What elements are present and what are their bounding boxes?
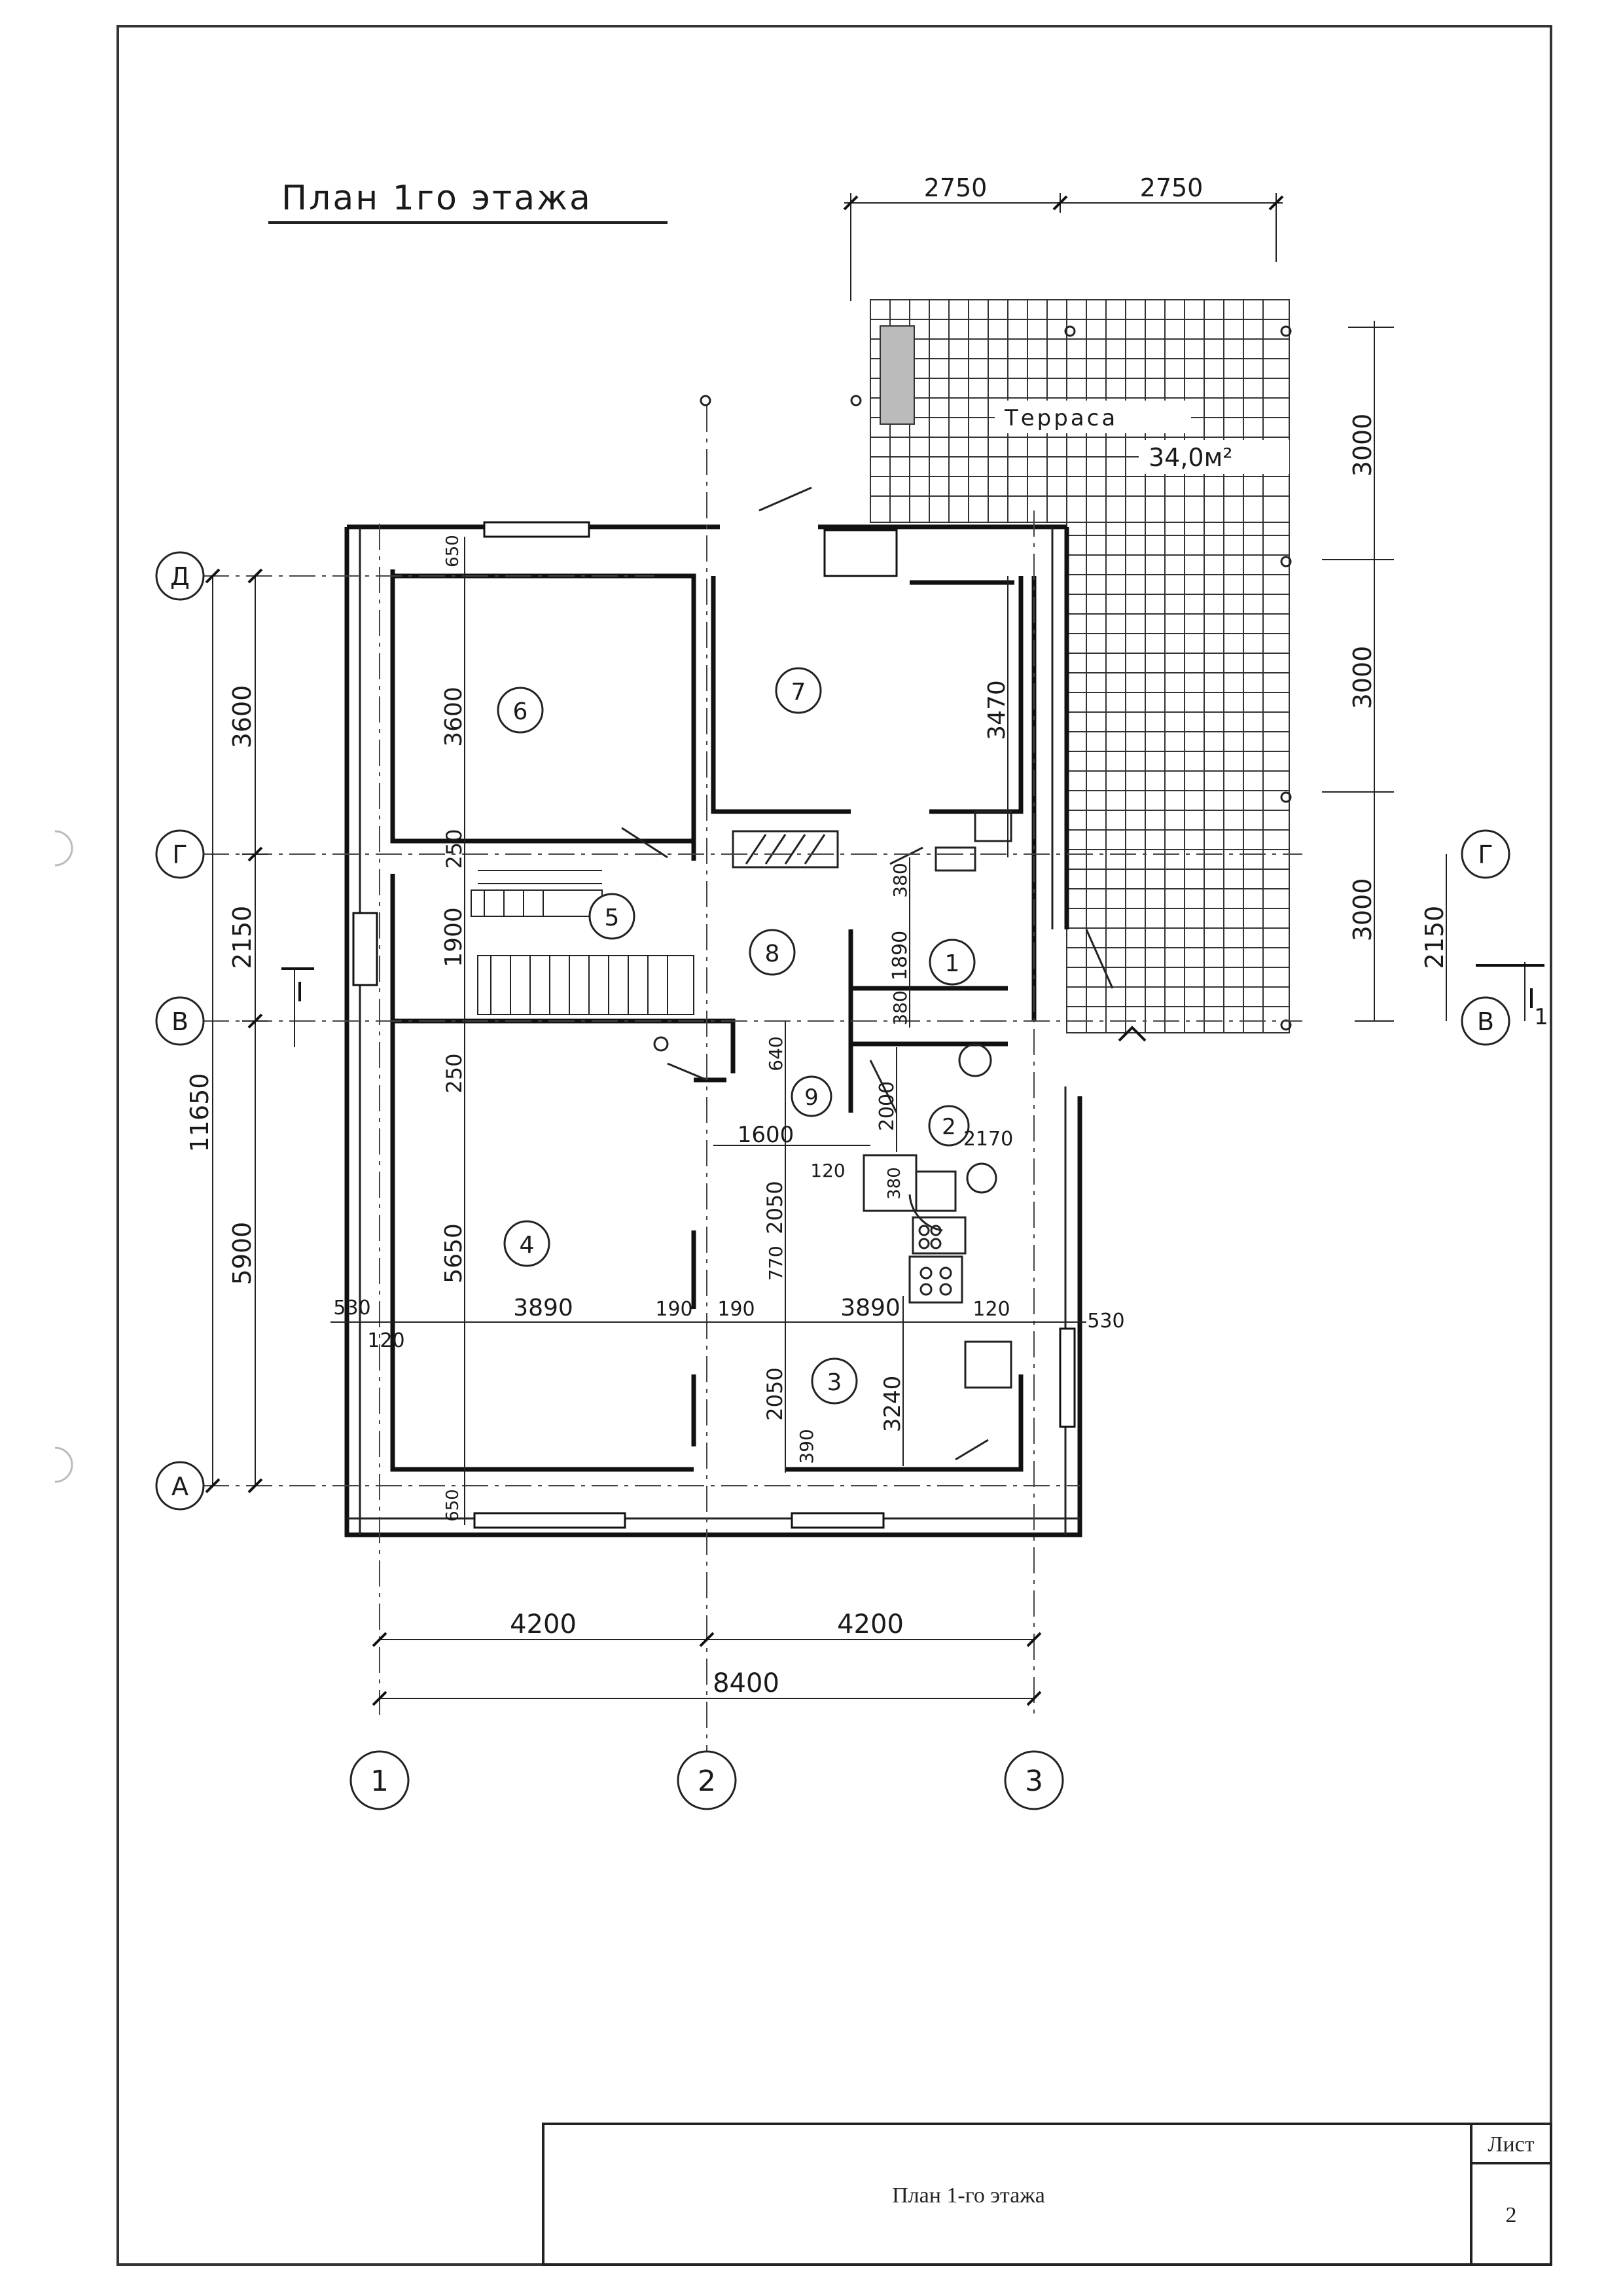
windows	[352, 521, 1076, 1529]
room-7-label: 7	[791, 679, 806, 706]
dim-380-b: 380	[889, 990, 911, 1025]
dim-2170: 2170	[963, 1128, 1013, 1151]
title-block	[542, 2123, 1552, 2266]
axis-lines	[203, 406, 1302, 1761]
dim-left-seg-1: 3600	[228, 685, 257, 749]
walls	[344, 524, 1082, 1537]
dim-2000: 2000	[876, 1081, 899, 1131]
dimension-ticks	[205, 195, 1284, 1706]
dim-530-right: 530	[1087, 1310, 1124, 1333]
axis-letter-v-right: В	[1477, 1007, 1494, 1036]
dim-1900: 1900	[440, 907, 467, 967]
stamp-sheet-number: 2	[1506, 2203, 1517, 2227]
dim-390: 390	[796, 1429, 817, 1463]
dim-1600: 1600	[738, 1122, 794, 1148]
axis-letter-v: В	[171, 1007, 188, 1036]
dim-380-a: 380	[889, 863, 911, 897]
terrace-label-bg	[995, 401, 1191, 433]
room-6-label: 6	[513, 698, 528, 725]
room-9-label: 9	[804, 1085, 819, 1111]
room-8-label: 8	[765, 941, 780, 967]
axis-number-3: 3	[1025, 1765, 1043, 1798]
room-2-label: 2	[942, 1114, 956, 1140]
entrance-arrow	[1118, 1026, 1147, 1042]
dim-right-gv: 2150	[1420, 906, 1449, 969]
dim-2050-b: 2050	[762, 1367, 787, 1420]
dim-total: 8400	[713, 1668, 779, 1698]
room-1-label: 1	[945, 950, 960, 977]
room-circles	[497, 667, 976, 1405]
dim-bottom-2: 4200	[837, 1609, 904, 1640]
stamp-title: План 1-го этажа	[892, 2183, 1045, 2208]
dim-770: 770	[765, 1246, 787, 1280]
dim-3890-left: 3890	[513, 1295, 573, 1321]
dim-top-2: 2750	[1140, 173, 1204, 202]
dim-3890-right: 3890	[840, 1295, 901, 1321]
door-swings	[621, 486, 1114, 1461]
room-5-label: 5	[605, 905, 620, 931]
dim-left-seg-3: 5900	[228, 1222, 257, 1285]
axis-letter-g: Г	[172, 840, 187, 869]
dim-terrace-2: 3000	[1348, 646, 1377, 709]
dim-640: 640	[765, 1036, 787, 1071]
room-3-label: 3	[827, 1369, 842, 1396]
axis-letter-a: А	[171, 1472, 188, 1501]
dim-terrace-1: 3000	[1348, 414, 1377, 477]
fixtures	[653, 810, 1012, 1389]
section-mark-label: 1	[1534, 1004, 1548, 1030]
dim-120-left: 120	[367, 1329, 404, 1352]
axis-number-1: 1	[370, 1765, 389, 1798]
dim-190-a: 190	[655, 1298, 692, 1321]
dim-terrace-3: 3000	[1348, 878, 1377, 942]
dim-top-1: 2750	[924, 173, 988, 202]
axis-number-2: 2	[698, 1765, 716, 1798]
dim-120-mid: 120	[810, 1160, 845, 1181]
wall-inner-lines	[347, 527, 1080, 1535]
dim-250-a: 250	[442, 829, 467, 869]
chimney-hatch	[880, 325, 915, 425]
terrace-area: 34,0м²	[1149, 443, 1233, 472]
stamp-sheet-label: Лист	[1488, 2132, 1534, 2157]
dim-room4-height: 5650	[440, 1223, 467, 1283]
dim-2050-a: 2050	[762, 1181, 787, 1234]
terrace-area-bg	[1139, 440, 1289, 474]
room-8-hatch	[732, 830, 839, 869]
dim-1890: 1890	[889, 931, 912, 980]
terrace-name: Терраса	[1004, 405, 1118, 431]
section-marker-right	[1476, 964, 1544, 1008]
dim-190-b: 190	[717, 1298, 755, 1321]
axis-letter-d: Д	[170, 562, 190, 591]
room-4-label: 4	[520, 1232, 535, 1259]
dim-650-bottom: 650	[443, 1489, 463, 1522]
dim-left-outer: 11650	[185, 1073, 214, 1153]
dim-530-left: 530	[333, 1297, 370, 1319]
dim-250-b: 250	[442, 1053, 467, 1093]
dim-room7-height: 3470	[984, 680, 1010, 740]
dimension-lines	[212, 193, 1525, 1699]
punch-hole-bottom	[54, 1446, 73, 1483]
dim-380-c: 380	[885, 1167, 904, 1200]
punch-hole-top	[54, 830, 73, 867]
dim-bottom-1: 4200	[510, 1609, 577, 1640]
axis-bubbles	[155, 551, 1510, 1810]
dim-650-top: 650	[443, 535, 463, 567]
drawing-title: План 1го этажа	[281, 179, 592, 218]
dim-3240: 3240	[880, 1376, 906, 1433]
axis-letter-g-right: Г	[1478, 840, 1493, 869]
stairs	[471, 870, 694, 1015]
dim-120-right: 120	[972, 1298, 1010, 1321]
dim-room6-height: 3600	[440, 687, 467, 747]
section-marker-left	[281, 967, 314, 1001]
dim-left-seg-2: 2150	[228, 906, 257, 969]
